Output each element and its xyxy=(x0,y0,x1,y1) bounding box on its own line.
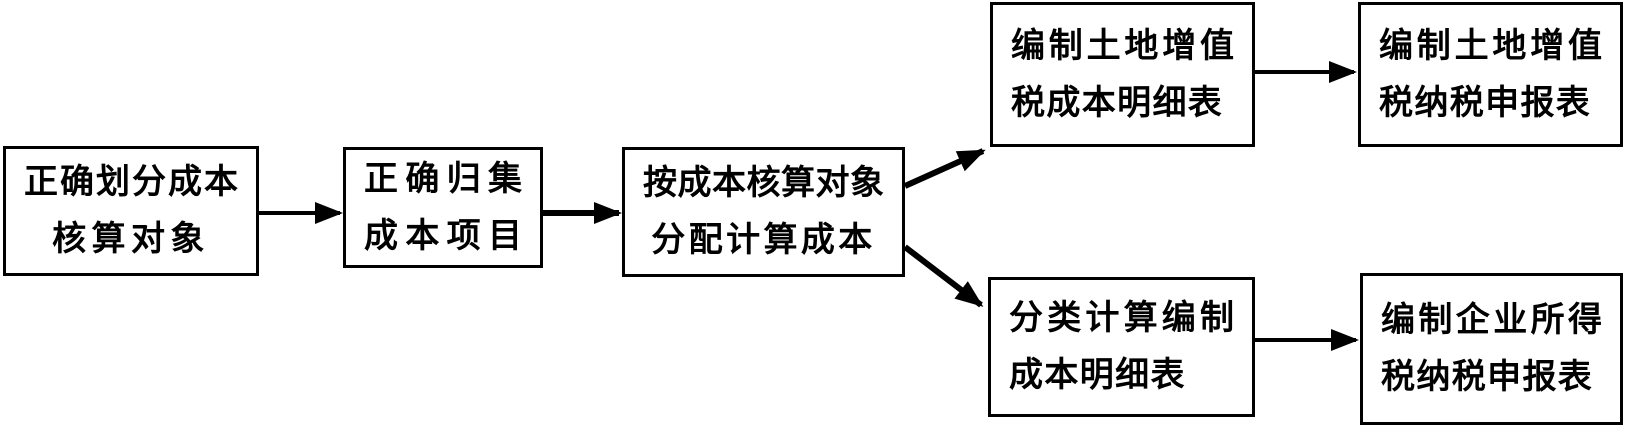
node-text-line: 税纳税申报表 xyxy=(1379,84,1592,122)
node-allocate-calculate-costs: 按成本核算对象 分配计算成本 xyxy=(622,147,905,277)
node-text-line: 正确划分成本 xyxy=(24,164,238,201)
node-text-line: 编制企业所得 xyxy=(1381,302,1602,339)
node-text-line: 税成本明细表 xyxy=(1011,84,1224,122)
node-text-line: 成本项目 xyxy=(364,217,522,255)
node-text-line: 编制土地增值 xyxy=(1011,27,1234,65)
node-text-line: 分类计算编制 xyxy=(1009,300,1234,337)
node-enterprise-income-tax-return: 编制企业所得 税纳税申报表 xyxy=(1360,273,1623,425)
node-text-line: 编制土地增值 xyxy=(1379,27,1602,65)
node-land-vat-tax-return: 编制土地增值 税纳税申报表 xyxy=(1358,2,1623,147)
node-define-cost-objects: 正确划分成本 核算对象 xyxy=(3,146,259,276)
node-text-line: 按成本核算对象 xyxy=(643,165,884,202)
node-text-line: 税纳税申报表 xyxy=(1381,359,1594,396)
node-text-line: 分配计算成本 xyxy=(651,222,876,259)
arrow-allocate-to-classified-schedule xyxy=(903,244,984,308)
arrow-allocate-to-land-vat-schedule xyxy=(903,148,986,189)
node-text-line: 核算对象 xyxy=(52,221,210,258)
node-classified-cost-schedule: 分类计算编制 成本明细表 xyxy=(988,277,1255,417)
node-text-line: 成本明细表 xyxy=(1009,357,1186,394)
node-land-vat-cost-schedule: 编制土地增值 税成本明细表 xyxy=(990,2,1255,147)
node-text-line: 正确归集 xyxy=(364,160,522,198)
node-collect-cost-items: 正确归集 成本项目 xyxy=(343,147,543,268)
